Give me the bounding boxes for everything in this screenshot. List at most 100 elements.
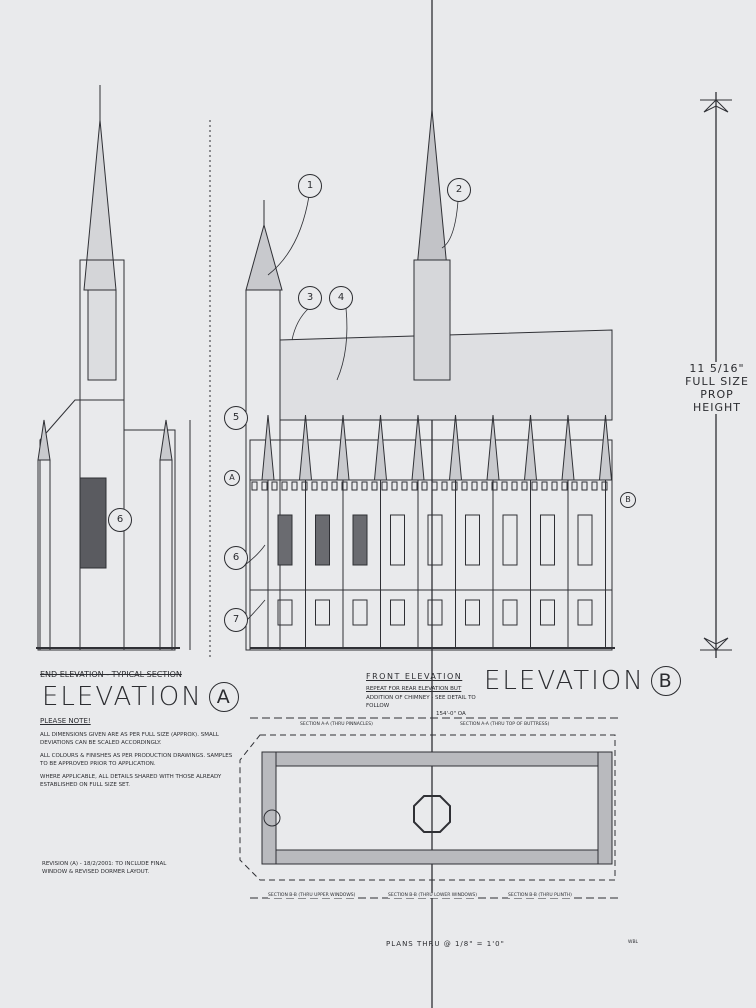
crenellation <box>431 481 438 491</box>
elevation-a-letter: A <box>208 682 239 712</box>
front-elevation-label: FRONT ELEVATION <box>366 672 463 681</box>
window <box>502 514 518 566</box>
window <box>277 514 293 566</box>
detail-bubble-6-left: 6 <box>108 508 132 532</box>
crenellation <box>291 481 298 491</box>
crenellation <box>281 481 288 491</box>
crenellation <box>481 481 488 491</box>
crenellation <box>461 481 468 491</box>
detail-bubble-3: 3 <box>298 286 322 310</box>
crenellation <box>371 481 378 491</box>
window <box>315 514 330 566</box>
elevation-b-notes-block: FRONT ELEVATION REPEAT FOR REAR ELEVATIO… <box>366 672 476 710</box>
section-bottom-3: SECTION B-B (THRU PLINTH) <box>508 893 572 898</box>
pinnacle <box>411 414 425 481</box>
height-line-2: PROP <box>700 388 734 401</box>
elevation-a-title: ELEVATION <box>42 682 203 712</box>
left-building-elevation <box>36 85 211 660</box>
crenellation <box>261 481 268 491</box>
lower-window <box>427 599 443 626</box>
section-top-left: SECTION A-A (THRU PINNACLES) <box>300 722 373 727</box>
crenellation <box>251 481 258 491</box>
window <box>465 514 480 566</box>
window <box>427 514 443 566</box>
detail-bubble-7: 7 <box>224 608 248 632</box>
pinnacle <box>448 414 463 481</box>
detail-leaders <box>244 195 459 623</box>
detail-bubble-5: 5 <box>224 406 248 430</box>
crenellation <box>341 481 348 491</box>
elevation-b-note-2: ADDITION OF CHIMNEY - SEE DETAIL TO FOLL… <box>366 695 476 709</box>
crenellation <box>351 481 358 491</box>
crenellation <box>501 481 508 491</box>
detail-bubble-2: 2 <box>447 178 471 202</box>
note-1: ALL DIMENSIONS GIVEN ARE AS PER FULL SIZ… <box>40 732 219 746</box>
crenellation <box>491 481 498 491</box>
crenellation <box>551 481 558 491</box>
lower-window <box>390 599 405 626</box>
window <box>577 514 593 566</box>
crenellation <box>531 481 538 491</box>
crenellation <box>381 481 388 491</box>
crenellation <box>601 481 608 491</box>
window <box>540 514 555 566</box>
height-line-1: FULL SIZE <box>685 375 749 388</box>
lower-window <box>277 599 293 626</box>
crenellation <box>451 481 458 491</box>
overall-dimension: 154'-0" OA <box>436 711 466 717</box>
crenellation <box>271 481 278 491</box>
pinnacle <box>523 414 538 481</box>
crenellation <box>581 481 588 491</box>
crenellation <box>591 481 598 491</box>
note-2: ALL COLOURS & FINISHES AS PER PRODUCTION… <box>40 753 233 767</box>
crenellation <box>391 481 398 491</box>
struck-title: END ELEVATION - TYPICAL SECTION <box>40 670 182 679</box>
section-top-right: SECTION A-A (THRU TOP OF BUTTRESS) <box>460 722 550 727</box>
pinnacle <box>561 414 575 481</box>
section-bottom-1: SECTION B-B (THRU UPPER WINDOWS) <box>268 893 356 898</box>
elevation-b-note-1: REPEAT FOR REAR ELEVATION BUT <box>366 686 462 692</box>
floor-plan <box>239 717 620 899</box>
detail-bubble-6: 6 <box>224 546 248 570</box>
lower-window <box>577 599 593 626</box>
crenellation <box>441 481 448 491</box>
section-bottom-2: SECTION B-B (THRU LOWER WINDOWS) <box>388 893 478 898</box>
crenellation <box>401 481 408 491</box>
crenellation <box>421 481 428 491</box>
height-line-3: HEIGHT <box>693 401 741 414</box>
revision-note: REVISION (A) - 18/2/2001: TO INCLUDE FIN… <box>42 861 167 875</box>
crenellation <box>321 481 328 491</box>
crenellation <box>511 481 518 491</box>
crenellation <box>561 481 568 491</box>
crenellation <box>311 481 318 491</box>
lower-window <box>315 599 330 626</box>
note-3: WHERE APPLICABLE, ALL DETAILS SHARED WIT… <box>40 774 222 788</box>
pinnacle <box>373 414 388 481</box>
elevation-b-title: ELEVATION <box>484 666 645 696</box>
lower-window <box>502 599 518 626</box>
pinnacle <box>261 414 275 481</box>
crenellation <box>301 481 308 491</box>
elevation-a-block: END ELEVATION - TYPICAL SECTION ELEVATIO… <box>40 670 239 789</box>
crenellation <box>471 481 478 491</box>
section-marker-a: A <box>224 470 240 486</box>
pinnacle <box>298 414 313 481</box>
lower-window <box>352 599 368 626</box>
crenellation <box>571 481 578 491</box>
window <box>390 514 405 566</box>
crenellation <box>361 481 368 491</box>
height-value: 11 5/16" <box>689 362 745 375</box>
initials: WBL <box>628 940 639 945</box>
crenellation <box>521 481 528 491</box>
pinnacle <box>336 414 350 481</box>
lower-window <box>540 599 555 626</box>
detail-bubble-1: 1 <box>298 174 322 198</box>
section-marker-b: B <box>620 492 636 508</box>
crenellation <box>541 481 548 491</box>
detail-bubble-4: 4 <box>329 286 353 310</box>
elevation-b-letter: B <box>650 666 681 696</box>
front-elevation-building <box>245 100 615 651</box>
